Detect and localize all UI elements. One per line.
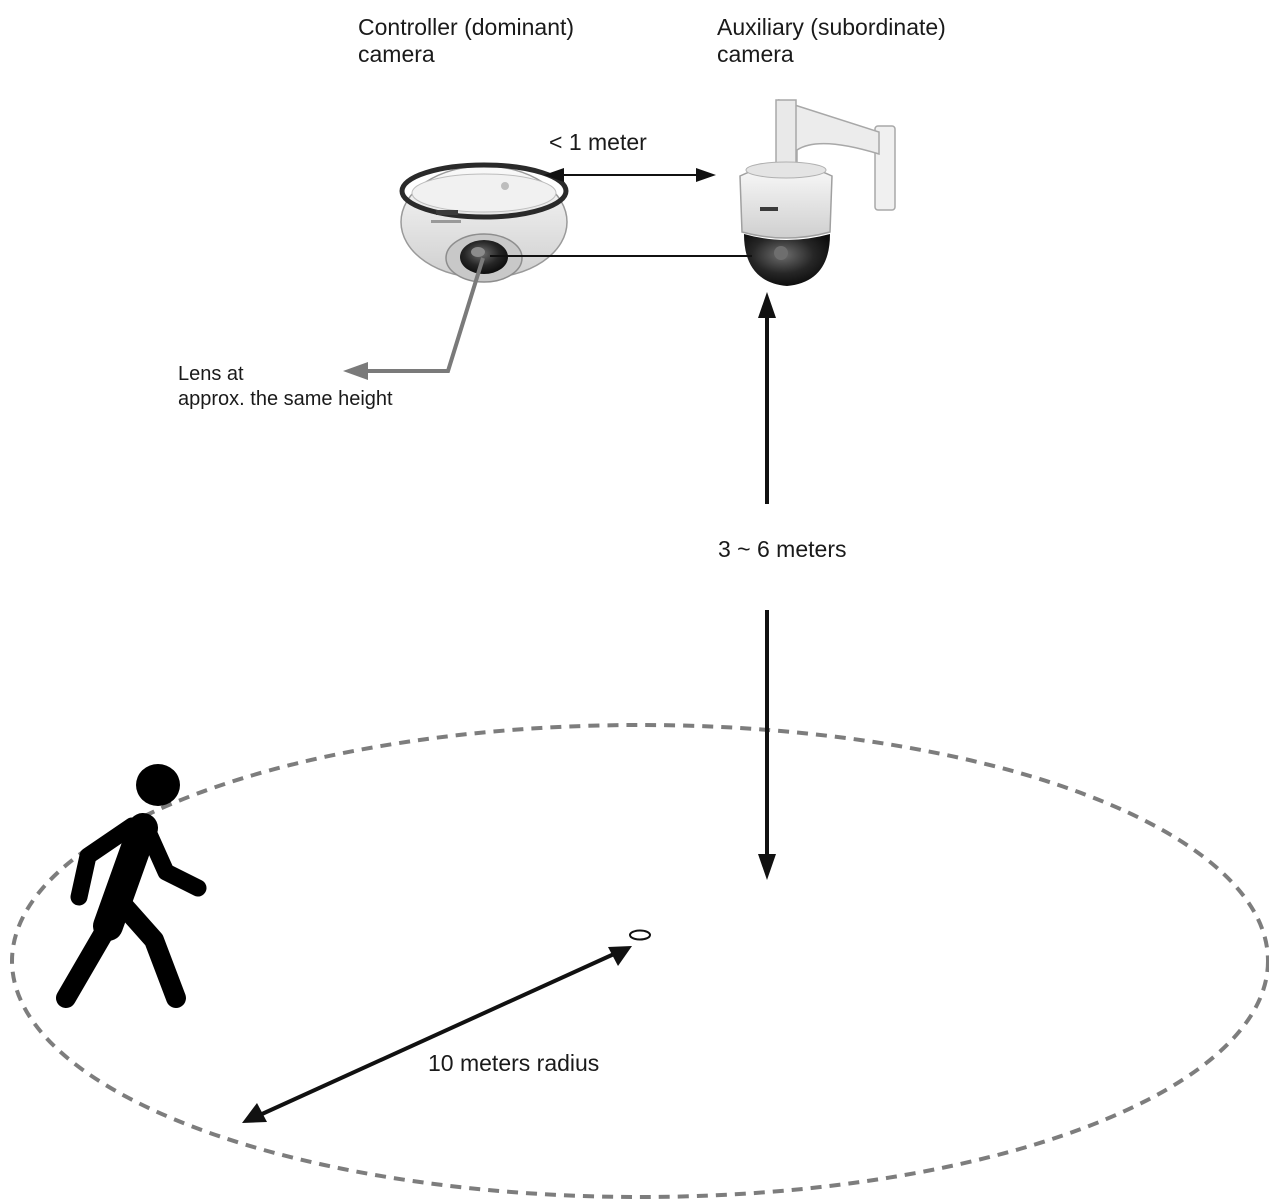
auxiliary-camera-label-line2: camera (717, 41, 794, 67)
center-point-marker (629, 929, 651, 941)
camera-distance-label: < 1 meter (549, 129, 647, 155)
mounting-height-label: 3 ~ 6 meters (718, 536, 847, 562)
camera-distance-arrow (544, 168, 716, 182)
lens-height-label-line2: approx. the same height (178, 388, 393, 410)
controller-camera-label-line1: Controller (dominant) (358, 14, 575, 40)
lens-pointer-arrow (343, 257, 485, 380)
controller-camera-label-line2: camera (358, 41, 435, 67)
radius-arrow (242, 946, 632, 1123)
speed-dome-camera-icon (739, 98, 896, 286)
coverage-area-circle (10, 723, 1269, 1199)
lens-height-label-line1: Lens at (178, 363, 244, 385)
walking-person-icon (56, 764, 207, 1008)
controller-camera-label: Controller (dominant) camera (358, 14, 574, 68)
height-arrow (758, 292, 776, 880)
coverage-radius-label: 10 meters radius (428, 1050, 600, 1076)
auxiliary-camera-label: Auxiliary (subordinate) camera (717, 14, 946, 68)
auxiliary-camera-label-line1: Auxiliary (subordinate) (717, 14, 946, 40)
fisheye-camera-icon (399, 162, 569, 283)
lens-height-label: Lens at approx. the same height (178, 362, 393, 412)
